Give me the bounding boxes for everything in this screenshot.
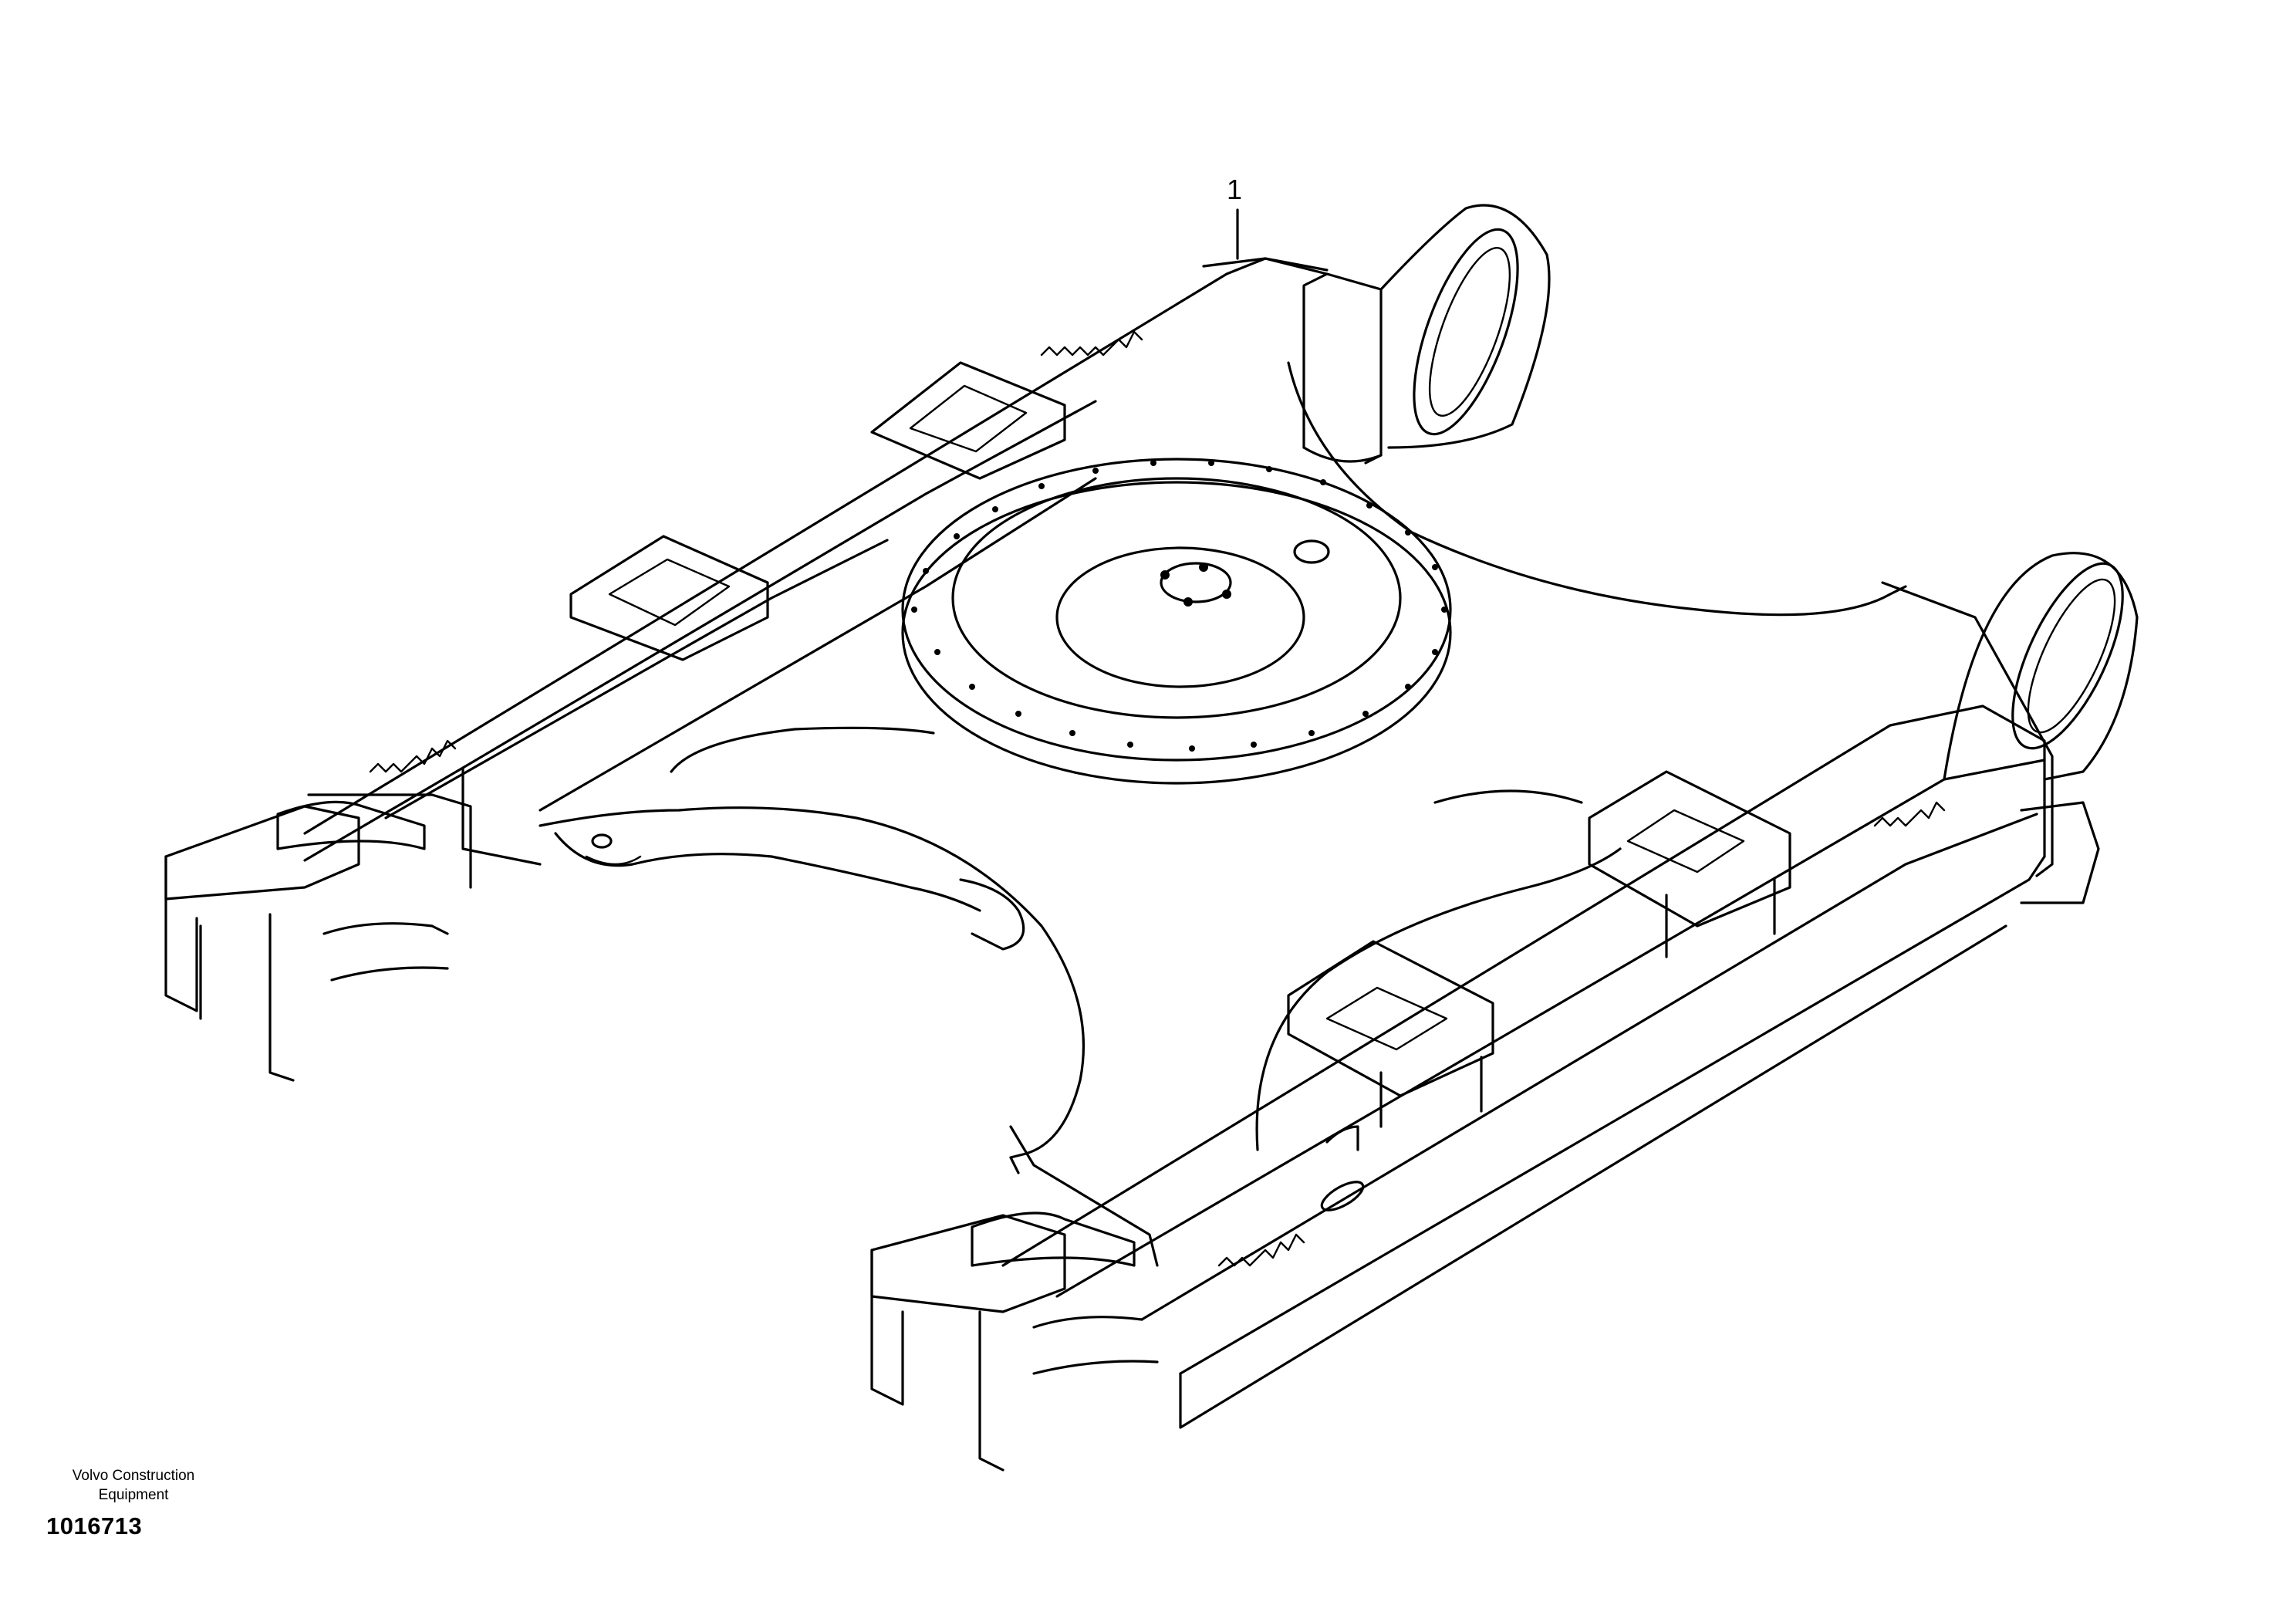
center-frame-body	[539, 361, 1907, 1174]
swing-bearing-mount	[901, 458, 1452, 785]
upper-track-frame	[164, 204, 1551, 1082]
image-number: 1016713	[46, 1512, 143, 1539]
publisher-name: Volvo Construction Equipment	[45, 1466, 222, 1505]
bearing-bolt-holes	[911, 460, 1447, 752]
callout-1-label: 1	[1227, 174, 1242, 205]
callout-1: 1	[1227, 174, 1242, 260]
publisher-line-2: Equipment	[98, 1487, 169, 1503]
publisher-line-1: Volvo Construction	[72, 1468, 195, 1484]
lower-track-frame	[870, 552, 2139, 1472]
